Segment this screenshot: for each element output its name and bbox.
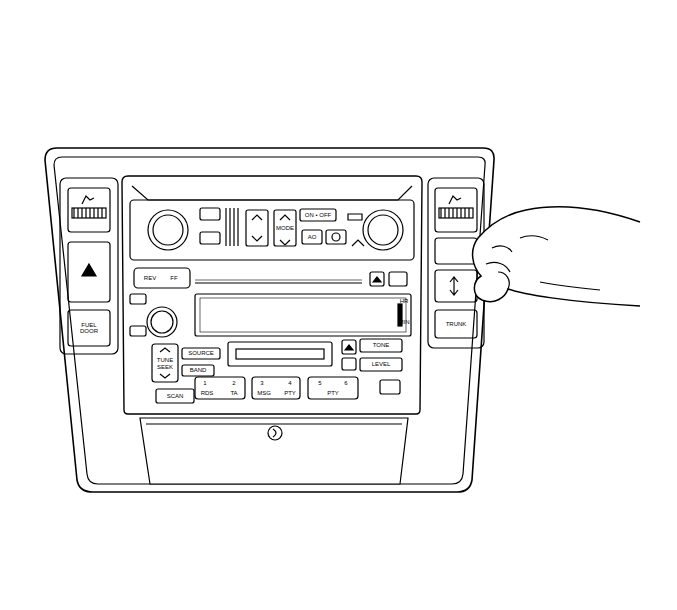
button-label: FF <box>170 275 177 281</box>
preset-number: 5 <box>318 380 321 386</box>
display-label: MIN <box>399 319 410 325</box>
button-label: FUEL DOOR <box>75 322 103 335</box>
preset-number: 2 <box>232 380 235 386</box>
preset-number: 4 <box>288 380 291 386</box>
button-label: TUNE <box>157 357 173 363</box>
button-label: ON • OFF <box>305 212 331 218</box>
button-label: AO <box>308 234 317 240</box>
button-label: SCAN <box>167 393 184 399</box>
button-label: TRUNK <box>446 321 467 327</box>
button-label: MODE <box>276 225 294 231</box>
button-label: MSG <box>257 390 271 396</box>
button-label: TONE <box>373 342 390 348</box>
preset-number: 1 <box>203 380 206 386</box>
button-label: BAND <box>190 367 207 373</box>
display-label: HR <box>400 298 409 304</box>
button-label: SEEK <box>157 364 173 370</box>
button-label: REV <box>144 275 156 281</box>
preset-number: 3 <box>260 380 263 386</box>
preset-number: 6 <box>344 380 347 386</box>
button-label: TA <box>230 390 237 396</box>
button-label: SOURCE <box>188 350 214 356</box>
button-label: RDS <box>201 390 214 396</box>
button-label: LEVEL <box>372 361 391 367</box>
button-label: PTY <box>327 390 339 396</box>
button-label: PTY <box>284 390 296 396</box>
